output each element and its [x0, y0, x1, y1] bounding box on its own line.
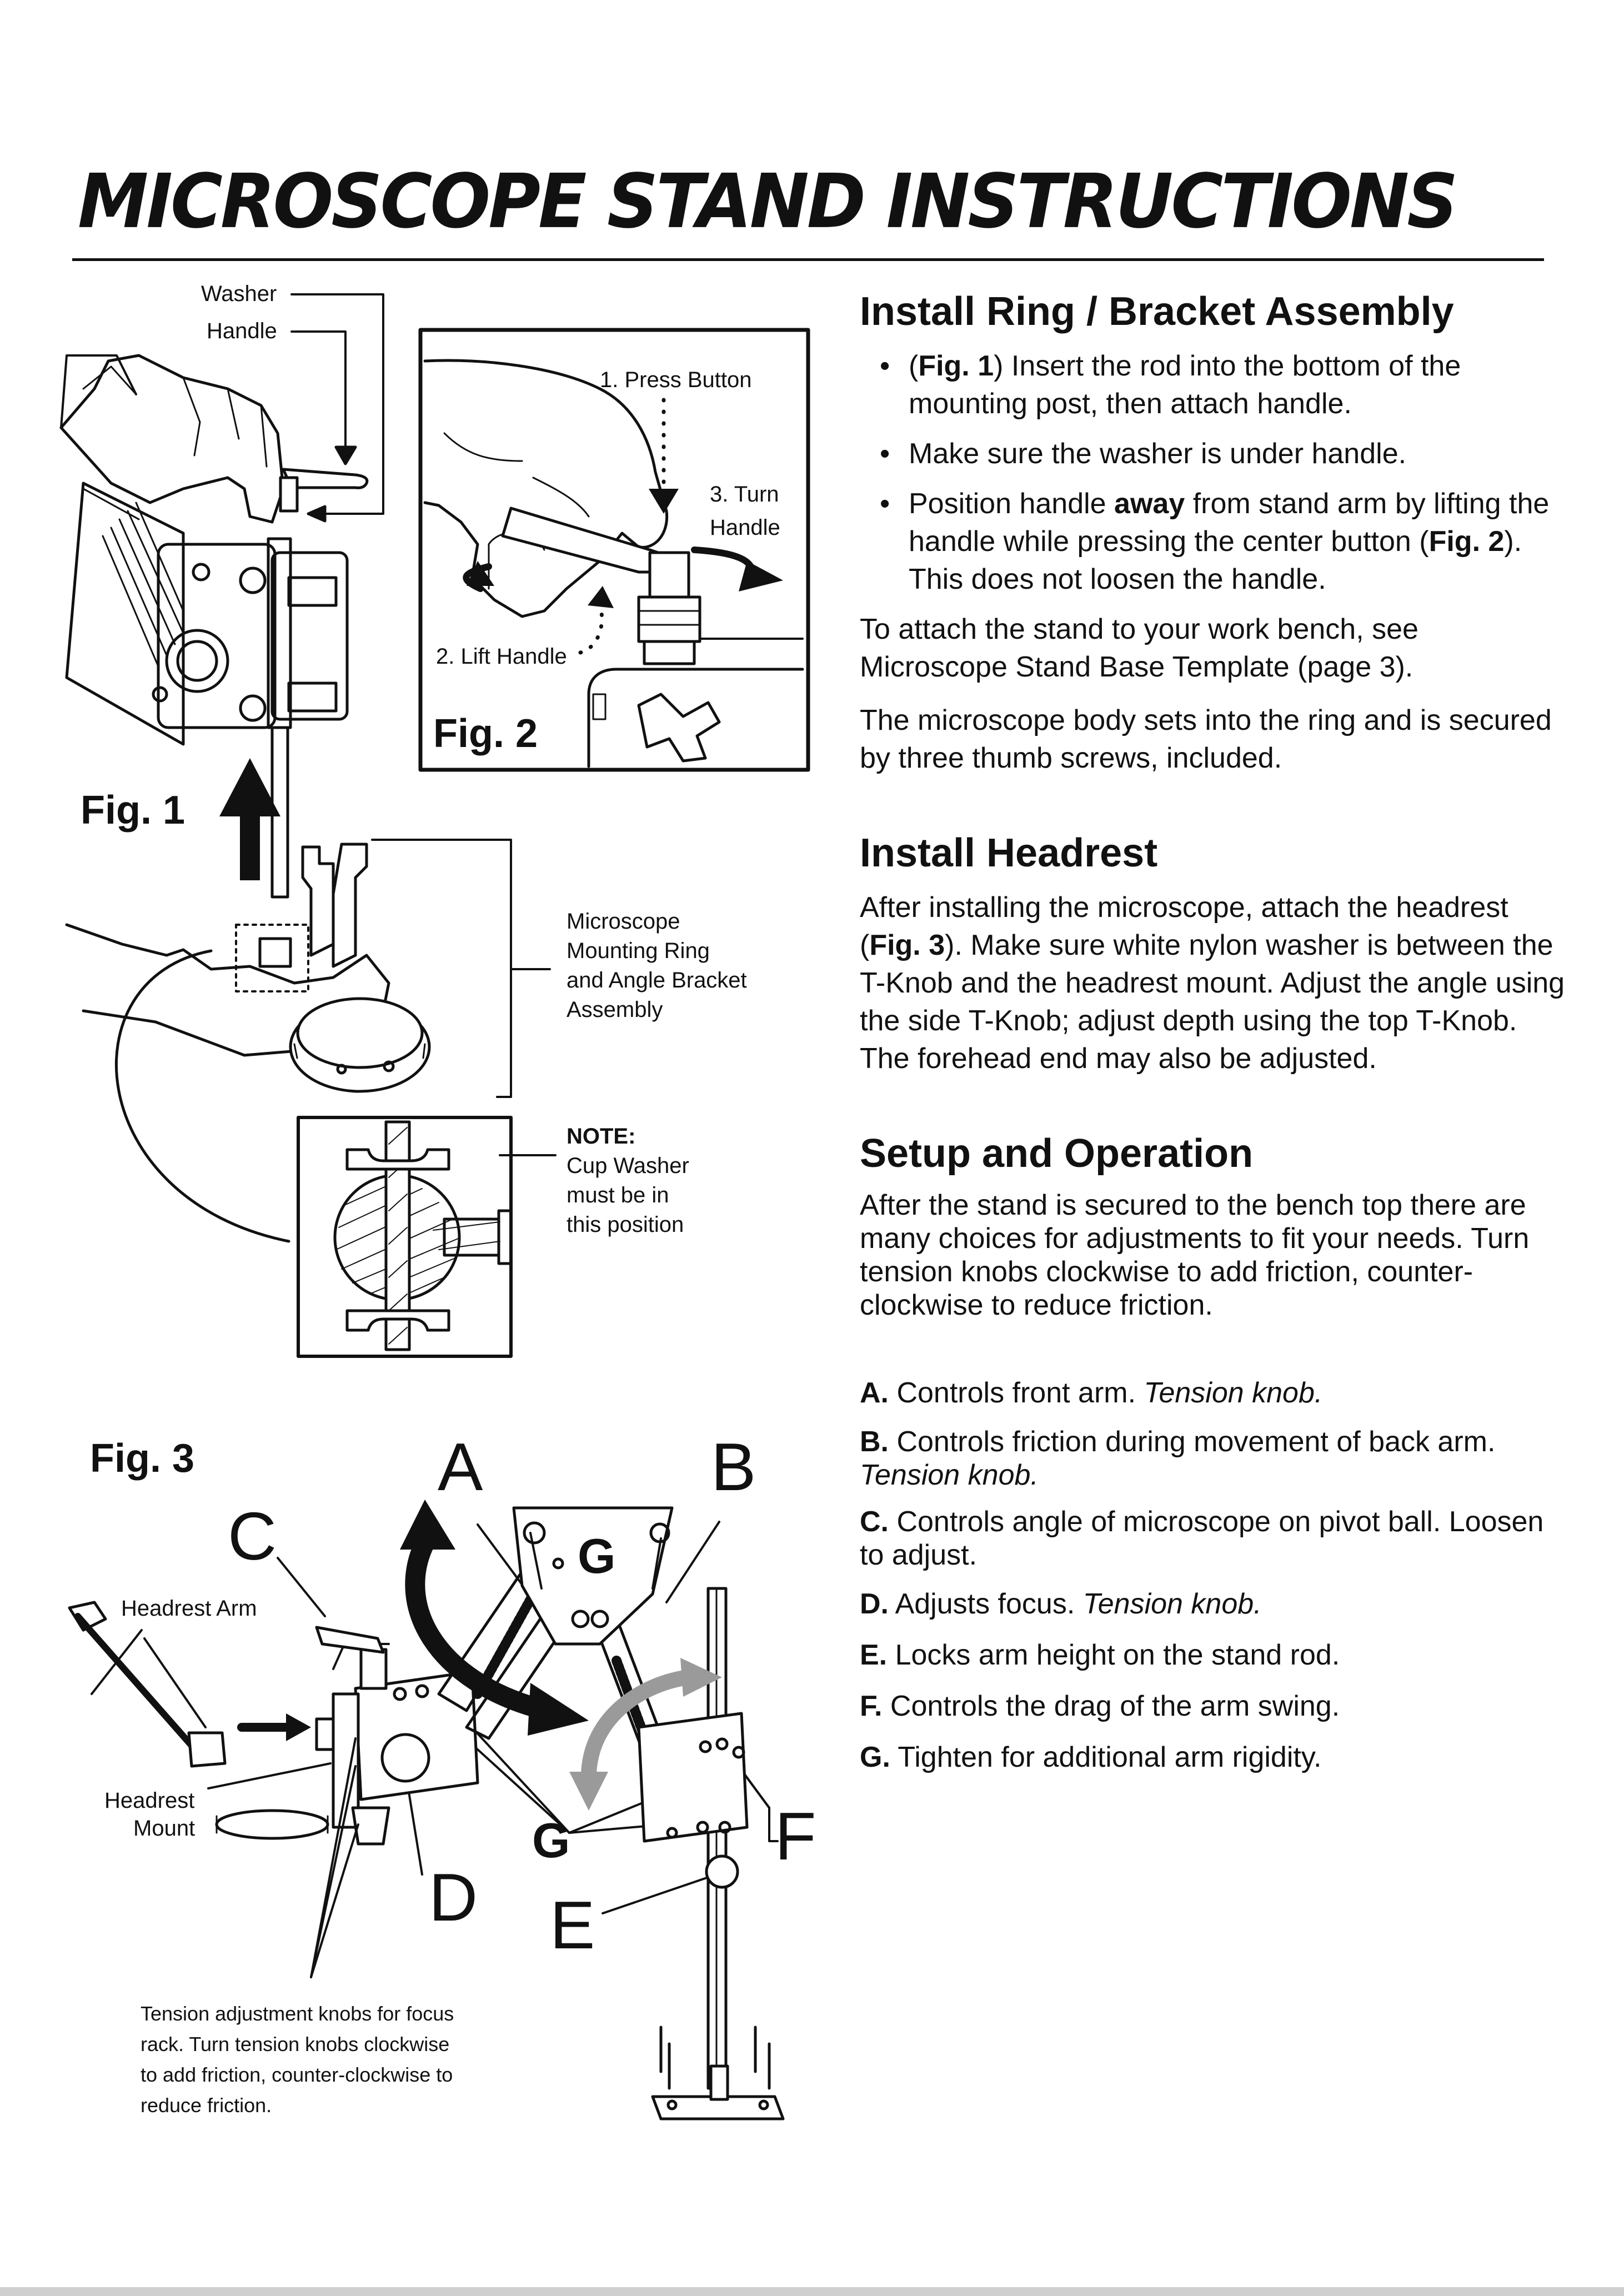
fig1-note-line1: Cup Washer: [567, 1154, 689, 1178]
page-title: MICROSCOPE STAND INSTRUCTIONS: [78, 158, 1458, 245]
fig2-label: Fig. 2: [433, 711, 538, 756]
fig1-note-line2: must be in: [567, 1183, 669, 1207]
section-setup-operation: Setup and Operation After the stand is s…: [860, 1131, 1571, 1322]
fig1-label: Fig. 1: [81, 788, 186, 833]
title-rule: [72, 258, 1544, 261]
section-setup-operation-heading: Setup and Operation: [860, 1131, 1254, 1176]
fig2-turn-label-1: 3. Turn: [710, 482, 779, 507]
fig2-press-button-label: 1. Press Button: [600, 368, 752, 392]
section-install-headrest-heading: Install Headrest: [860, 830, 1158, 875]
fig1-assembly-line3: and Angle Bracket: [567, 968, 747, 992]
fig3-tension-note-4: reduce friction.: [141, 2094, 272, 2117]
fig2-turn-label-2: Handle: [710, 515, 780, 540]
fig3-headrest-mount-label-1: Headrest: [104, 1788, 195, 1813]
fig3-letter-a: A: [438, 1429, 483, 1505]
page-bottom-edge: [0, 2287, 1624, 2296]
fig3-tension-note-2: rack. Turn tension knobs clockwise: [141, 2033, 450, 2056]
fig3-letter-b: B: [711, 1429, 756, 1505]
legend-item-c: C. Controls angle of microscope on pivot…: [860, 1506, 1544, 1572]
fig1-assembly-line1: Microscope: [567, 909, 680, 934]
fig2-lift-handle-label: 2. Lift Handle: [436, 644, 567, 669]
fig3-tension-note-1: Tension adjustment knobs for focus: [141, 2002, 454, 2025]
fig2-illustration: [418, 328, 810, 772]
fig1-illustration: [59, 293, 557, 1358]
section-install-headrest: Install Headrest After installing the mi…: [860, 830, 1571, 1077]
fig3-illustration: [68, 1506, 785, 2120]
section-install-ring-heading: Install Ring / Bracket Assembly: [860, 289, 1454, 334]
fig1-assembly-line2: Mounting Ring: [567, 939, 710, 963]
fig3-letter-f: F: [775, 1798, 816, 1874]
legend-item-f: F. Controls the drag of the arm swing.: [860, 1690, 1340, 1723]
instructions-column: Install Ring / Bracket Assembly •(Fig. 1…: [860, 289, 1571, 1789]
legend-item-e: E. Locks arm height on the stand rod.: [860, 1639, 1340, 1672]
install-ring-para-2: The microscope body sets into the ring a…: [860, 704, 1552, 774]
section-install-ring: Install Ring / Bracket Assembly •(Fig. 1…: [860, 289, 1571, 777]
install-headrest-para: After installing the microscope, attach …: [860, 891, 1565, 1075]
fig3-headrest-mount-label-2: Mount: [133, 1816, 196, 1841]
legend-item-a: A. Controls front arm. Tension knob.: [860, 1377, 1323, 1410]
fig3-headrest-arm-label: Headrest Arm: [121, 1596, 257, 1621]
fig1-assembly-line4: Assembly: [567, 997, 663, 1022]
legend-item-d: D. Adjusts focus. Tension knob.: [860, 1588, 1262, 1621]
fig3-tension-note-3: to add friction, counter-clockwise to: [141, 2063, 453, 2086]
fig3-letter-g-top: G: [578, 1528, 616, 1583]
fig1-washer-label: Washer: [201, 282, 277, 306]
bullet-3: •Position handle away from stand arm by …: [880, 487, 1550, 595]
install-ring-para-1: To attach the stand to your work bench, …: [860, 613, 1419, 683]
legend-item-g: G. Tighten for additional arm rigidity.: [860, 1741, 1322, 1774]
fig1-handle-label: Handle: [207, 319, 277, 343]
setup-operation-para: After the stand is secured to the bench …: [860, 1189, 1530, 1322]
fig3-letter-c: C: [228, 1498, 277, 1574]
fig3-letter-d: D: [429, 1859, 478, 1935]
fig1-note-line3: this position: [567, 1212, 684, 1237]
fig1-note-title: NOTE:: [567, 1124, 636, 1149]
bullet-1: •(Fig. 1) Insert the rod into the bottom…: [880, 349, 1461, 420]
fig3-letter-e: E: [550, 1887, 595, 1963]
fig3-label: Fig. 3: [90, 1436, 195, 1481]
fig3-letter-g-bottom: G: [532, 1813, 570, 1868]
install-ring-bullets: •(Fig. 1) Insert the rod into the bottom…: [860, 347, 1571, 598]
arm-swing-motion-arrow: [569, 1658, 722, 1811]
front-arm-motion-arrow: [400, 1500, 589, 1736]
bullet-2: •Make sure the washer is under handle.: [880, 437, 1407, 470]
legend-item-b: B. Controls friction during movement of …: [860, 1426, 1496, 1492]
adjustment-legend: A. Controls front arm. Tension knob. B. …: [860, 1374, 1571, 1776]
